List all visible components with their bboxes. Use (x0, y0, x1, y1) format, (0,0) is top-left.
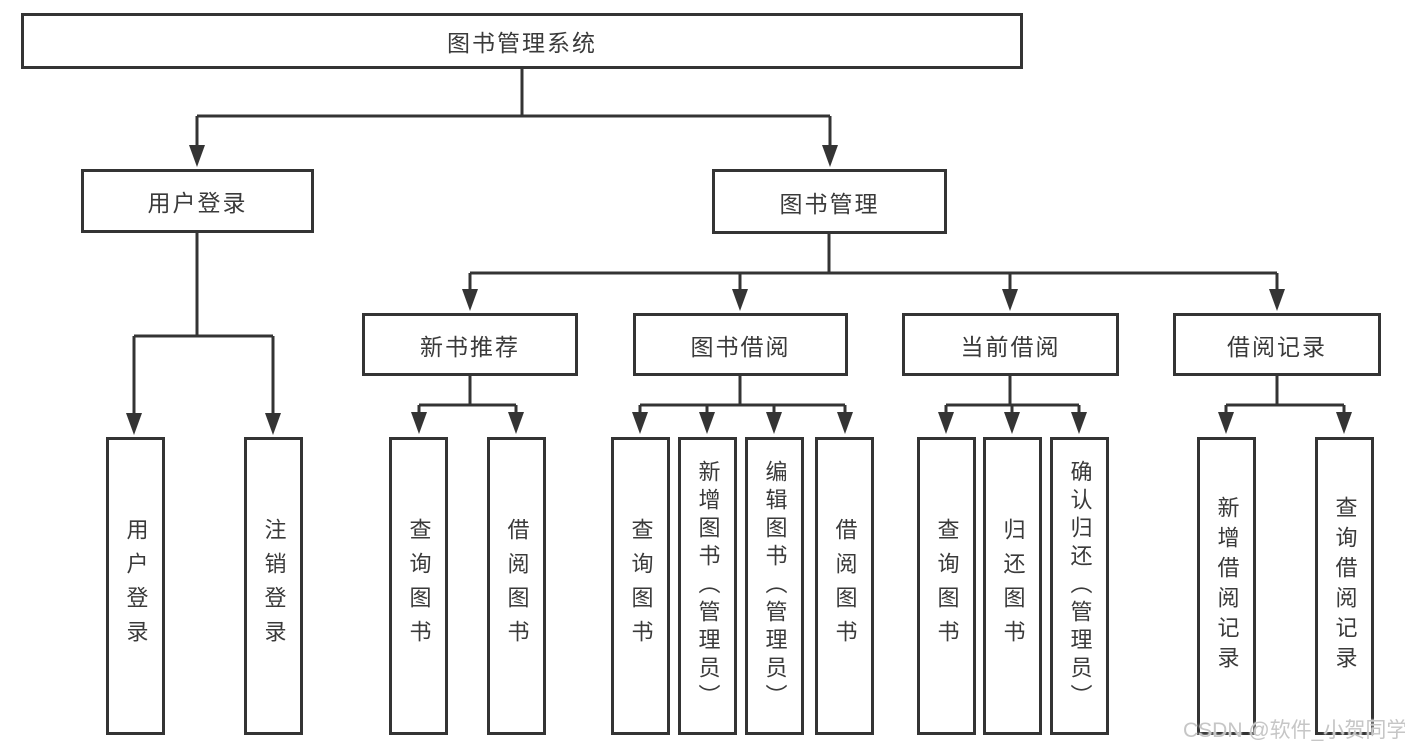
leaf-borrow-books-label: 借阅图书 (832, 518, 858, 654)
leaf-confirm-return-admin: 确认归还（管理员） (1050, 437, 1109, 735)
leaf-query-books-borrow-label: 查询图书 (628, 518, 654, 654)
leaf-add-books-admin-label: 新增图书（管理员） (695, 460, 721, 712)
node-current-borrow: 当前借阅 (902, 313, 1119, 376)
leaf-confirm-return-admin-label: 确认归还（管理员） (1067, 460, 1093, 712)
leaf-query-borrow-record: 查询借阅记录 (1315, 437, 1374, 735)
leaf-borrow-books-recommend-label: 借阅图书 (504, 518, 530, 654)
leaf-user-login: 用户登录 (106, 437, 165, 735)
leaf-add-books-admin: 新增图书（管理员） (678, 437, 737, 735)
node-book-management: 图书管理 (712, 169, 947, 234)
node-current-borrow-label: 当前借阅 (960, 333, 1061, 360)
leaf-query-books-recommend-label: 查询图书 (406, 518, 432, 654)
leaf-borrow-books: 借阅图书 (815, 437, 874, 735)
node-library-system-label: 图书管理系统 (447, 30, 597, 56)
leaf-query-books-current: 查询图书 (917, 437, 976, 735)
node-book-borrow-label: 图书借阅 (690, 333, 791, 360)
leaf-query-books-recommend: 查询图书 (389, 437, 448, 735)
leaf-add-borrow-record: 新增借阅记录 (1197, 437, 1256, 735)
leaf-query-books-borrow: 查询图书 (611, 437, 670, 735)
node-user-login-label: 用户登录 (147, 190, 248, 216)
node-borrow-records: 借阅记录 (1173, 313, 1381, 376)
leaf-logout-login-label: 注销登录 (261, 518, 287, 654)
csdn-watermark: CSDN @软件_小贺同学 (1183, 719, 1405, 742)
leaf-return-books: 归还图书 (983, 437, 1042, 735)
node-new-book-recommend: 新书推荐 (362, 313, 578, 376)
leaf-logout-login: 注销登录 (244, 437, 303, 735)
leaf-add-borrow-record-label: 新增借阅记录 (1214, 496, 1240, 676)
node-book-management-label: 图书管理 (779, 190, 880, 217)
leaf-query-books-current-label: 查询图书 (934, 518, 960, 654)
leaf-return-books-label: 归还图书 (1000, 518, 1026, 654)
leaf-query-borrow-record-label: 查询借阅记录 (1332, 496, 1358, 676)
node-library-system: 图书管理系统 (21, 13, 1023, 69)
leaf-borrow-books-recommend: 借阅图书 (487, 437, 546, 735)
node-book-borrow: 图书借阅 (633, 313, 848, 376)
leaf-user-login-label: 用户登录 (123, 518, 149, 654)
node-borrow-records-label: 借阅记录 (1227, 333, 1327, 360)
leaf-edit-books-admin: 编辑图书（管理员） (745, 437, 804, 735)
node-new-book-recommend-label: 新书推荐 (420, 333, 520, 360)
leaf-edit-books-admin-label: 编辑图书（管理员） (762, 460, 788, 712)
node-user-login: 用户登录 (81, 169, 314, 233)
